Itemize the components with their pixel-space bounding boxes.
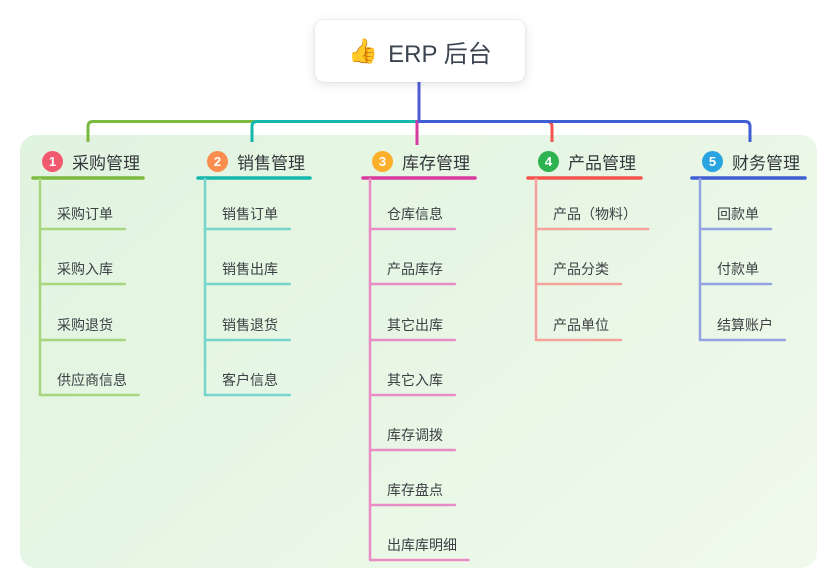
branch-label: 库存管理 <box>402 153 470 173</box>
child-node-付款单[interactable]: 付款单 <box>717 261 759 277</box>
branch-node-财务管理[interactable]: 5 财务管理 <box>702 149 800 173</box>
child-node-仓库信息[interactable]: 仓库信息 <box>387 206 443 222</box>
child-node-产品（物料）[interactable]: 产品（物料） <box>553 206 637 222</box>
branch-number-badge: 3 <box>372 150 393 172</box>
branch-number-badge: 1 <box>42 150 63 172</box>
branch-elbow-connector <box>250 120 418 142</box>
branch-number-badge: 4 <box>538 150 559 172</box>
child-node-销售退货[interactable]: 销售退货 <box>222 317 278 333</box>
branch-elbow-connector <box>86 120 418 142</box>
branch-number-badge: 2 <box>207 150 228 172</box>
child-node-采购入库[interactable]: 采购入库 <box>57 261 113 277</box>
branch-number-badge: 5 <box>702 150 723 172</box>
child-node-产品库存[interactable]: 产品库存 <box>387 261 443 277</box>
child-node-销售订单[interactable]: 销售订单 <box>222 206 278 222</box>
branch-elbow-connector <box>418 120 554 142</box>
branch-node-销售管理[interactable]: 2 销售管理 <box>207 149 305 173</box>
branch-label: 财务管理 <box>732 153 800 173</box>
root-node-label: ERP 后台 <box>388 40 492 68</box>
child-node-回款单[interactable]: 回款单 <box>717 206 759 222</box>
mindmap-panel <box>20 135 817 568</box>
branch-node-产品管理[interactable]: 4 产品管理 <box>538 149 636 173</box>
child-node-出库库明细[interactable]: 出库库明细 <box>387 537 457 553</box>
branch-label: 销售管理 <box>237 153 305 173</box>
branch-node-库存管理[interactable]: 3 库存管理 <box>372 149 470 173</box>
branch-elbow-connector <box>418 120 752 142</box>
branch-label: 采购管理 <box>72 153 140 173</box>
child-node-其它入库[interactable]: 其它入库 <box>387 372 443 388</box>
child-node-结算账户[interactable]: 结算账户 <box>717 317 773 333</box>
root-node[interactable]: 👍 ERP 后台 <box>315 20 525 82</box>
branch-node-采购管理[interactable]: 1 采购管理 <box>42 149 140 173</box>
child-node-采购退货[interactable]: 采购退货 <box>57 317 113 333</box>
child-node-其它出库[interactable]: 其它出库 <box>387 317 443 333</box>
thumbs-up-icon: 👍 <box>348 37 379 65</box>
child-node-采购订单[interactable]: 采购订单 <box>57 206 113 222</box>
child-node-产品分类[interactable]: 产品分类 <box>553 261 609 277</box>
branch-label: 产品管理 <box>568 153 636 173</box>
child-node-库存盘点[interactable]: 库存盘点 <box>387 482 443 498</box>
child-node-产品单位[interactable]: 产品单位 <box>553 317 609 333</box>
child-node-库存调拨[interactable]: 库存调拨 <box>387 427 443 443</box>
child-node-供应商信息[interactable]: 供应商信息 <box>57 372 127 388</box>
child-node-客户信息[interactable]: 客户信息 <box>222 372 278 388</box>
child-node-销售出库[interactable]: 销售出库 <box>222 261 278 277</box>
